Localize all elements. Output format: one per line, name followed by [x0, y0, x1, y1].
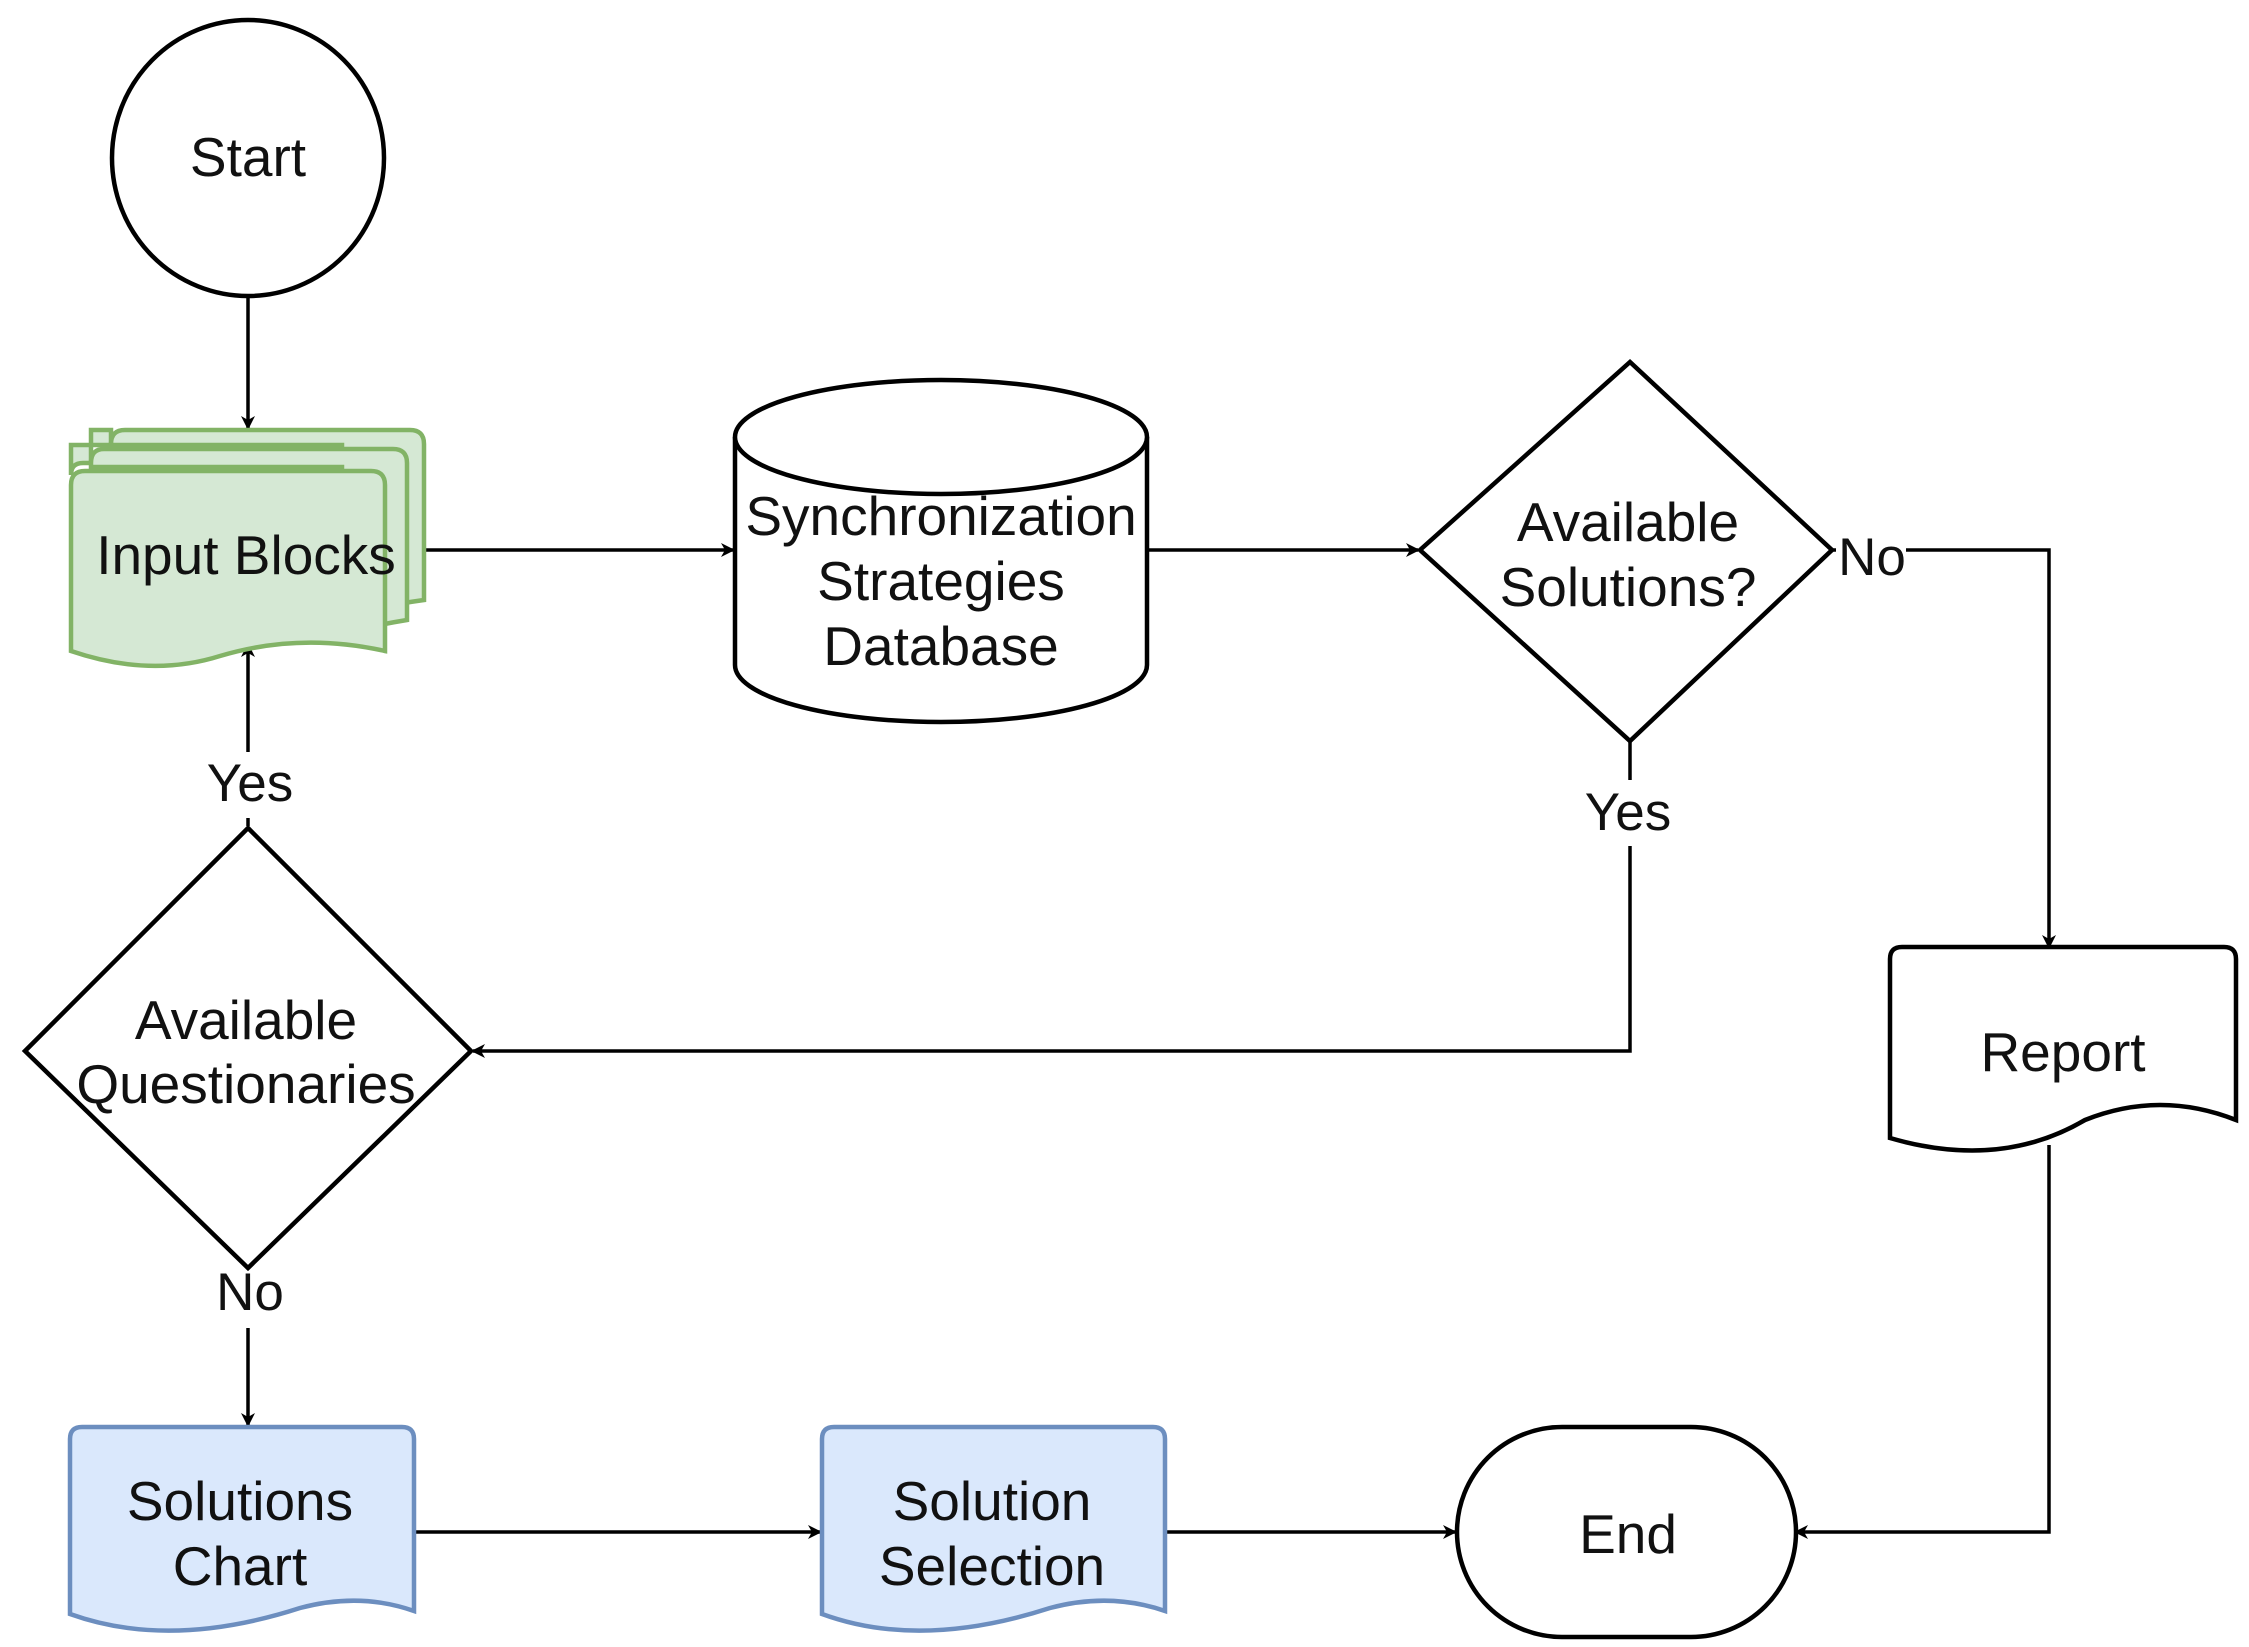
available-questionaries-label-line-2: Questionaries — [76, 1053, 415, 1115]
solutions-chart-label-line-1: Solutions — [127, 1470, 353, 1532]
database-node: Synchronization Strategies Database — [732, 377, 1150, 725]
available-solutions-diamond — [1416, 358, 1836, 745]
solutions-chart-document — [67, 1424, 417, 1633]
edge-label-yes-input-blocks: Yes — [207, 754, 293, 813]
start-label: Start — [190, 126, 306, 188]
start-node: Start — [109, 17, 387, 299]
solution-selection-document — [819, 1424, 1168, 1633]
solutions-chart-node: Solutions Chart — [67, 1424, 417, 1633]
solution-selection-label-line-2: Selection — [879, 1535, 1105, 1597]
solution-selection-label-line-1: Solution — [893, 1470, 1092, 1532]
available-questionaries-diamond — [21, 824, 475, 1272]
available-solutions-node: Available Solutions? — [1416, 358, 1836, 745]
edge-available-solutions-to-report — [1832, 548, 2056, 949]
start-circle — [109, 17, 387, 299]
available-solutions-label-line-1: Available — [1517, 491, 1739, 553]
edge-label-no-solutions-chart: No — [216, 1263, 284, 1322]
input-blocks-sheet-back — [68, 427, 114, 476]
database-label-line-1: Synchronization — [745, 485, 1136, 547]
end-terminator — [1454, 1424, 1799, 1640]
edge-available-solutions-to-questionaries — [471, 741, 1632, 1058]
input-blocks-node: Input Blocks — [68, 427, 427, 669]
input-blocks-label: Input Blocks — [96, 524, 396, 586]
report-label: Report — [1980, 1021, 2145, 1083]
database-body — [732, 437, 1150, 725]
available-solutions-label-line-2: Solutions? — [1500, 556, 1757, 618]
available-questionaries-label-line-1: Available — [135, 989, 357, 1051]
edge-labels: No Yes Yes No — [200, 522, 1906, 1328]
available-questionaries-node: Available Questionaries — [21, 824, 475, 1272]
solutions-chart-label-line-2: Chart — [173, 1535, 308, 1597]
edge-label-yes-questionaries: Yes — [1585, 783, 1671, 842]
report-document — [1887, 944, 2239, 1153]
end-node: End — [1454, 1424, 1799, 1640]
database-label-line-3: Database — [823, 615, 1058, 677]
report-node: Report — [1887, 944, 2239, 1153]
input-blocks-sheet-1 — [68, 468, 388, 669]
edge-report-to-end — [1794, 1145, 2051, 1539]
edge-label-no-report: No — [1838, 528, 1906, 587]
database-label-line-2: Strategies — [817, 550, 1065, 612]
database-top — [732, 377, 1150, 497]
solution-selection-node: Solution Selection — [819, 1424, 1168, 1633]
end-label: End — [1579, 1503, 1677, 1565]
